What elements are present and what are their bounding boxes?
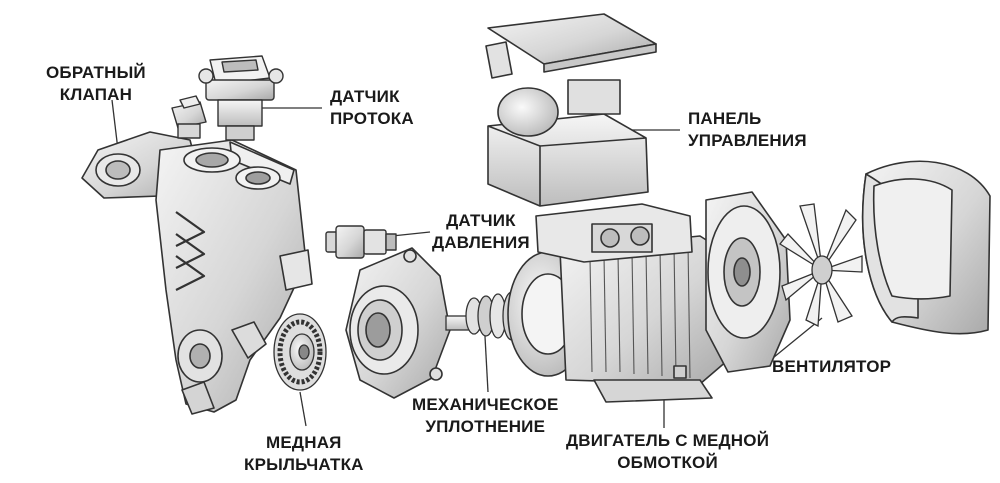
label-motor: ДВИГАТЕЛЬ С МЕДНОЙ ОБМОТКОЙ [566,430,769,474]
fan-cover [861,160,991,335]
label-control-panel: ПАНЕЛЬ УПРАВЛЕНИЯ [688,108,807,152]
pump-cover [345,247,451,399]
label-pressure-sensor-line-1: ДАТЧИК [446,211,516,230]
label-flow-sensor-line-2: ПРОТОКА [330,109,414,128]
label-fan: ВЕНТИЛЯТОР [772,357,892,376]
motor [507,203,729,403]
label-motor-line-2: ОБМОТКОЙ [617,453,718,472]
label-mechanical-seal: МЕХАНИЧЕСКОЕ УПЛОТНЕНИЕ [412,394,559,438]
leader-impeller [299,391,307,427]
label-pressure-sensor-line-2: ДАВЛЕНИЯ [432,233,530,252]
leader-pressure-sensor [391,231,431,237]
label-control-panel-line-1: ПАНЕЛЬ [688,109,762,128]
copper-impeller [273,313,327,391]
end-shield [705,191,791,373]
label-impeller-line-2: КРЫЛЬЧАТКА [244,455,364,474]
label-flow-sensor-line-1: ДАТЧИК [330,87,400,106]
leader-fan [767,317,823,363]
label-check-valve-line-2: КЛАПАН [59,85,133,104]
label-impeller: МЕДНАЯ КРЫЛЬЧАТКА [244,432,364,476]
label-pressure-sensor: ДАТЧИК ДАВЛЕНИЯ [432,210,530,254]
pump-housing [81,131,313,415]
label-motor-line-1: ДВИГАТЕЛЬ С МЕДНОЙ [566,431,770,450]
cooling-fan [779,203,863,328]
flow-sensor [198,55,284,141]
label-control-panel-line-2: УПРАВЛЕНИЯ [688,131,807,150]
label-impeller-line-1: МЕДНАЯ [266,433,342,452]
label-check-valve-line-1: ОБРАТНЫЙ [46,63,146,82]
pressure-sensor [325,225,397,259]
check-valve [171,95,207,139]
leader-check-valve [111,99,119,151]
control-panel [485,13,657,207]
label-mechanical-seal-line-2: УПЛОТНЕНИЕ [425,417,546,436]
label-flow-sensor: ДАТЧИК ПРОТОКА [330,86,414,130]
label-mechanical-seal-line-1: МЕХАНИЧЕСКОЕ [412,395,559,414]
label-check-valve: ОБРАТНЫЙ КЛАПАН [46,62,146,106]
